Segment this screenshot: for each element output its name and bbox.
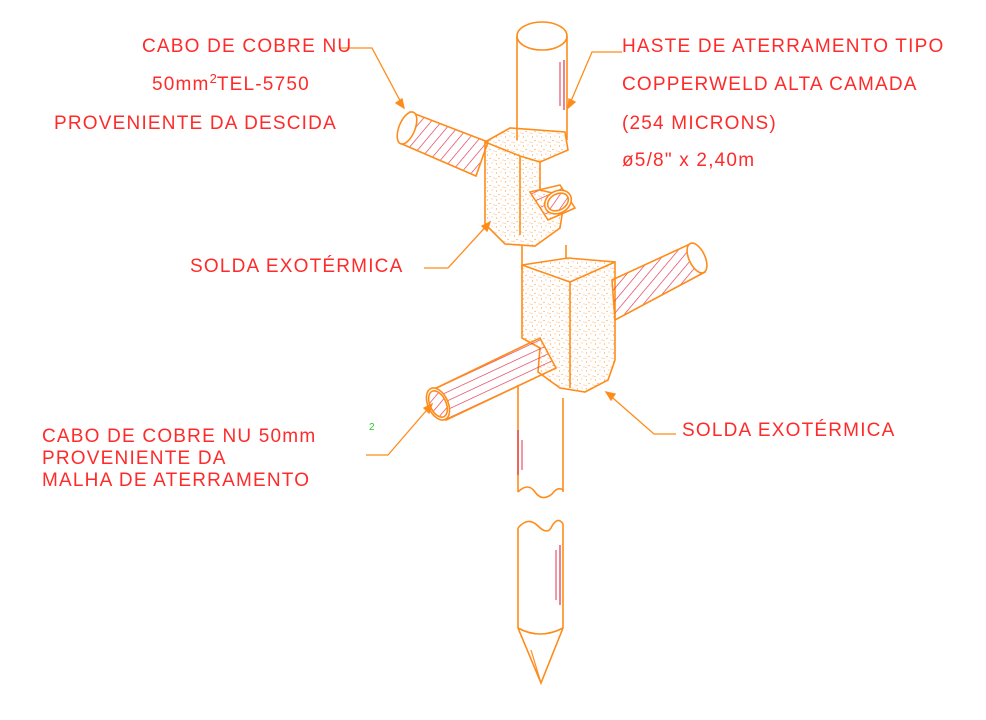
- cabo-bottom-line3: MALHA DE ATERRAMENTO: [42, 470, 311, 491]
- cabo-top-line2-sup: 2: [209, 71, 217, 86]
- cable-bottom-right: [611, 242, 708, 322]
- cable-top-stub: [528, 184, 577, 222]
- cabo-bottom-line2: PROVENIENTE DA: [42, 448, 227, 469]
- leader-lines: [340, 47, 676, 456]
- haste-line3: (254 MICRONS): [622, 113, 777, 134]
- cabo-bottom-sup: 2: [369, 422, 375, 433]
- cable-bottom-left: [425, 336, 558, 422]
- solda-right-label: SOLDA EXOTÉRMICA: [682, 420, 896, 441]
- cable-top-left: [396, 110, 490, 178]
- cabo-top-line2: 50mm2TEL-5750: [152, 71, 310, 96]
- solda-left-label: SOLDA EXOTÉRMICA: [190, 256, 404, 277]
- cabo-top-line2-prefix: 50mm: [152, 74, 210, 95]
- ground-rod-upper: [516, 21, 568, 499]
- cabo-bottom-line1: CABO DE COBRE NU 50mm: [42, 426, 317, 447]
- haste-line1: HASTE DE ATERRAMENTO TIPO: [622, 36, 945, 57]
- cabo-top-line2-suffix: TEL-5750: [216, 74, 310, 95]
- haste-line4: ø5/8" x 2,40m: [622, 150, 756, 171]
- ground-rod-lower: [517, 519, 564, 686]
- cabo-top-line1: CABO DE COBRE NU: [142, 36, 353, 57]
- cabo-top-line3: PROVENIENTE DA DESCIDA: [54, 113, 337, 134]
- haste-line2: COPPERWELD ALTA CAMADA: [622, 74, 918, 95]
